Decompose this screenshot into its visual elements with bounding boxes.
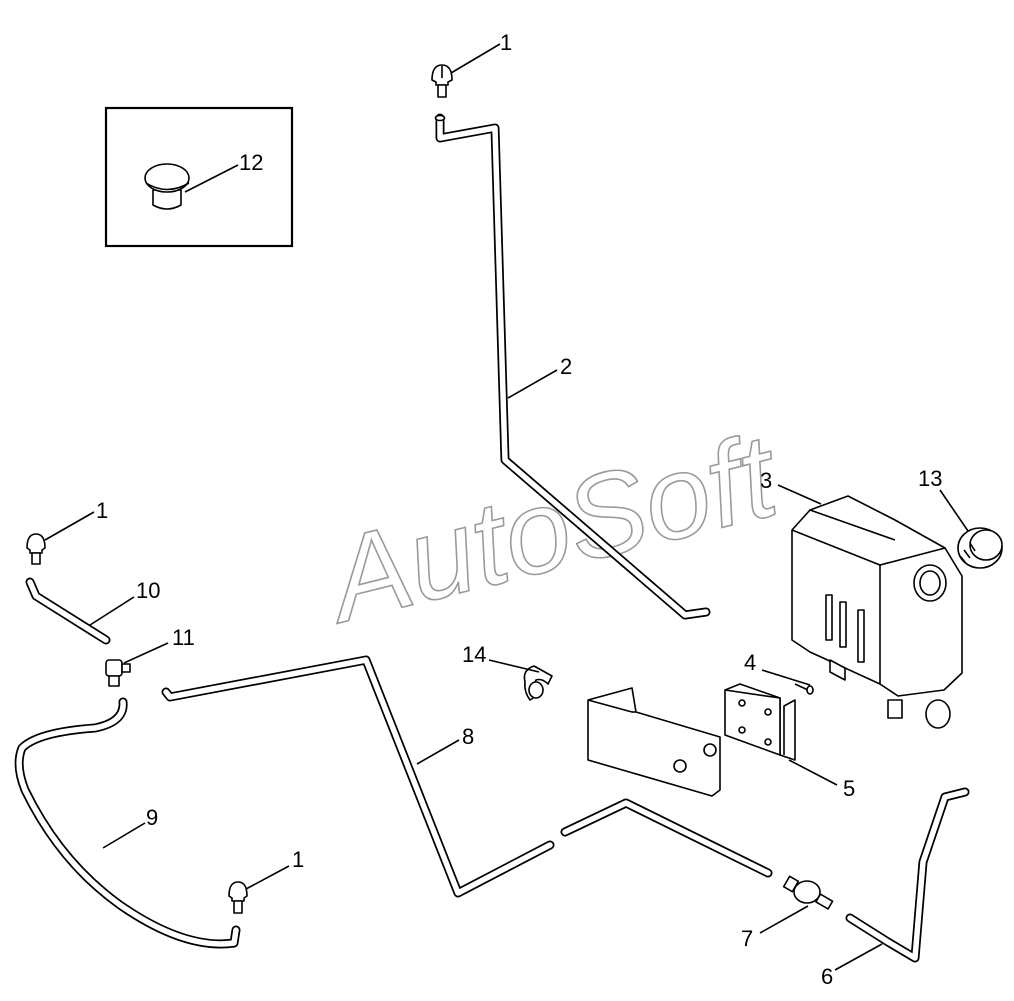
watermark: AutoSoft <box>311 409 792 649</box>
callout-9: 9 <box>146 805 158 830</box>
callout-1-bottom: 1 <box>292 847 304 872</box>
callouts: 1 12 2 3 13 1 10 11 14 4 8 5 9 1 7 6 <box>96 30 942 989</box>
hose-part-9 <box>14 697 241 949</box>
callout-8: 8 <box>462 724 474 749</box>
nozzle-part-1-left <box>26 533 46 565</box>
hose-part-8 <box>161 655 773 898</box>
hose-part-10 <box>25 577 111 645</box>
callout-2: 2 <box>560 354 572 379</box>
plug-part-12 <box>144 163 190 210</box>
hose-part-6 <box>845 787 970 963</box>
callout-11: 11 <box>172 625 195 650</box>
connector-part-11 <box>105 659 131 687</box>
reservoir-part-3 <box>791 495 963 729</box>
callout-1-top: 1 <box>500 30 512 55</box>
callout-7: 7 <box>741 926 753 951</box>
callout-10: 10 <box>136 578 160 603</box>
mounting-bracket <box>587 687 721 797</box>
callout-12: 12 <box>239 150 263 175</box>
cap-part-13 <box>957 527 1003 569</box>
callout-3: 3 <box>760 468 772 493</box>
inset-box <box>104 106 294 248</box>
screw-part-4 <box>794 683 814 695</box>
callout-4: 4 <box>744 650 756 675</box>
callout-5: 5 <box>843 776 855 801</box>
callout-6: 6 <box>821 964 833 989</box>
leader-lines <box>44 43 969 971</box>
clip-part-14 <box>523 665 553 701</box>
callout-1-left: 1 <box>96 498 108 523</box>
hose-part-2 <box>434 113 711 620</box>
bracket-part-5 <box>724 683 796 761</box>
nozzle-part-1-top <box>431 64 453 98</box>
callout-13: 13 <box>918 466 942 491</box>
callout-14: 14 <box>462 642 486 667</box>
valve-part-7 <box>782 875 834 910</box>
nozzle-part-1-bottom <box>228 881 248 914</box>
